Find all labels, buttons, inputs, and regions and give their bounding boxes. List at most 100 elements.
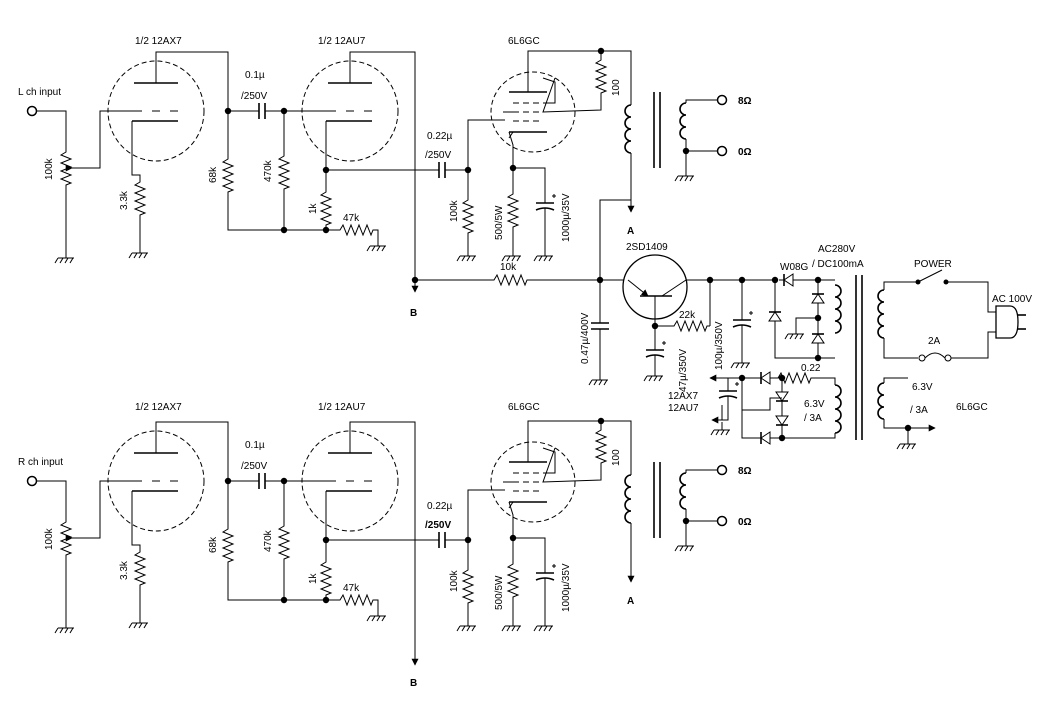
c-couple2-value: 0.22µ bbox=[427, 131, 452, 142]
rectifier-label: W08G bbox=[780, 262, 809, 273]
r-cath3 bbox=[507, 189, 519, 231]
output-8-label: 8Ω bbox=[738, 466, 752, 477]
r-feedback bbox=[335, 594, 377, 606]
output-8-jack-icon bbox=[716, 464, 728, 476]
ground-icon bbox=[533, 247, 554, 262]
ground-icon bbox=[896, 435, 917, 450]
r-grid3 bbox=[462, 195, 474, 237]
ground-icon bbox=[643, 367, 664, 382]
c-cath3 bbox=[535, 563, 557, 585]
ht-current-label: / DC100mA bbox=[812, 259, 864, 270]
ground-icon bbox=[710, 421, 731, 436]
r-screen bbox=[595, 55, 607, 97]
input-label: R ch input bbox=[18, 457, 63, 468]
output-0-jack-icon bbox=[716, 145, 728, 157]
c-input-value: 0.47µ/400V bbox=[580, 312, 591, 364]
ground-icon bbox=[54, 619, 75, 634]
c-couple2 bbox=[433, 531, 451, 549]
ot-secondary-icon bbox=[679, 102, 687, 140]
r-screen-value: 100 bbox=[611, 79, 622, 96]
c-couple1 bbox=[253, 472, 271, 490]
c-base-value: 47µ/350V bbox=[678, 349, 689, 392]
r-plate1 bbox=[222, 154, 234, 196]
ground-icon bbox=[533, 617, 554, 632]
diode-icon bbox=[768, 307, 782, 327]
r-cath2-value: 1k bbox=[308, 202, 319, 214]
output-8-label: 8Ω bbox=[738, 96, 752, 107]
r-cath3-value: 500/5W bbox=[494, 205, 505, 240]
c-couple2-voltage: /250V bbox=[425, 150, 451, 161]
ot-primary-icon bbox=[624, 104, 632, 154]
heater-tubes-2: 12AU7 bbox=[668, 403, 699, 414]
r-cathode1-value: 3.3k bbox=[119, 560, 130, 580]
ground-icon bbox=[456, 247, 477, 262]
v3-label: 6L6GC bbox=[508, 36, 540, 47]
r-cath3 bbox=[507, 559, 519, 601]
r-cathode1 bbox=[134, 547, 146, 589]
r-screen-value: 100 bbox=[611, 449, 622, 466]
diode-icon bbox=[755, 431, 775, 445]
r-grid2-value: 470k bbox=[263, 159, 274, 182]
c-cath3-value: 1000µ/35V bbox=[561, 193, 572, 242]
diode-icon bbox=[775, 411, 789, 431]
right-channel: R ch input 100k 1/2 12AX7 3.3k 0.1µ /250… bbox=[18, 402, 752, 689]
node-a-label: A bbox=[627, 226, 634, 237]
ground-icon bbox=[128, 614, 149, 629]
c-out-value: 100µ/350V bbox=[714, 321, 725, 370]
c-couple2 bbox=[433, 161, 451, 179]
r-screen bbox=[595, 425, 607, 467]
r-plate1 bbox=[222, 524, 234, 566]
output-0-label: 0Ω bbox=[738, 147, 752, 158]
r-grid3 bbox=[462, 565, 474, 607]
left-channel: L ch input 100k 1/2 12AX7 3.3k 0.1µ /250… bbox=[18, 36, 752, 319]
ground-icon bbox=[366, 237, 387, 252]
r-cath2 bbox=[320, 557, 332, 599]
r-base-value: 22k bbox=[679, 310, 696, 321]
r-grid2 bbox=[278, 151, 290, 193]
heater2-tube-label: 6L6GC bbox=[956, 402, 988, 413]
v2-label: 1/2 12AU7 bbox=[318, 402, 366, 413]
v3-label: 6L6GC bbox=[508, 402, 540, 413]
ground-icon bbox=[366, 607, 387, 622]
node-a-label: A bbox=[627, 596, 634, 607]
r-cath2 bbox=[320, 187, 332, 229]
diode-icon bbox=[811, 289, 825, 309]
r-feedback-value: 47k bbox=[343, 213, 360, 224]
pentode-v3-icon bbox=[490, 71, 576, 153]
r-dropper bbox=[489, 274, 531, 286]
ground-icon bbox=[588, 371, 609, 386]
heater2-current-label: / 3A bbox=[910, 405, 928, 416]
r-plate1-value: 68k bbox=[208, 166, 219, 183]
volume-pot bbox=[60, 517, 72, 559]
c-base bbox=[645, 340, 667, 362]
r-cath2-value: 1k bbox=[308, 572, 319, 584]
r-feedback bbox=[335, 224, 377, 236]
ot-secondary-icon bbox=[679, 472, 687, 510]
r-dropper-value: 10k bbox=[500, 262, 517, 273]
heater2-winding-icon bbox=[877, 382, 885, 420]
ot-primary-icon bbox=[624, 474, 632, 524]
volume-pot bbox=[60, 147, 72, 189]
input-jack-icon bbox=[26, 105, 38, 117]
r-heater-value: 0.22 bbox=[801, 363, 821, 374]
r-base bbox=[669, 320, 711, 332]
c-couple1 bbox=[253, 102, 271, 120]
diode-icon bbox=[811, 329, 825, 349]
c-cath3-value: 1000µ/35V bbox=[561, 563, 572, 612]
heater-winding-icon bbox=[834, 384, 842, 434]
r-cathode1-value: 3.3k bbox=[119, 190, 130, 210]
ground-icon bbox=[674, 537, 695, 552]
v1-label: 1/2 12AX7 bbox=[135, 36, 182, 47]
ground-icon bbox=[784, 325, 805, 340]
heater-tubes-1: 12AX7 bbox=[668, 391, 698, 402]
c-couple1-voltage: /250V bbox=[241, 461, 267, 472]
r-feedback-value: 47k bbox=[343, 583, 360, 594]
heater2-winding-label: 6.3V bbox=[912, 382, 933, 393]
c-couple1-voltage: /250V bbox=[241, 91, 267, 102]
c-couple2-voltage: /250V bbox=[425, 520, 451, 531]
r-grid3-value: 100k bbox=[449, 199, 460, 222]
output-8-jack-icon bbox=[716, 94, 728, 106]
c-heater bbox=[718, 381, 740, 403]
output-0-jack-icon bbox=[716, 515, 728, 527]
